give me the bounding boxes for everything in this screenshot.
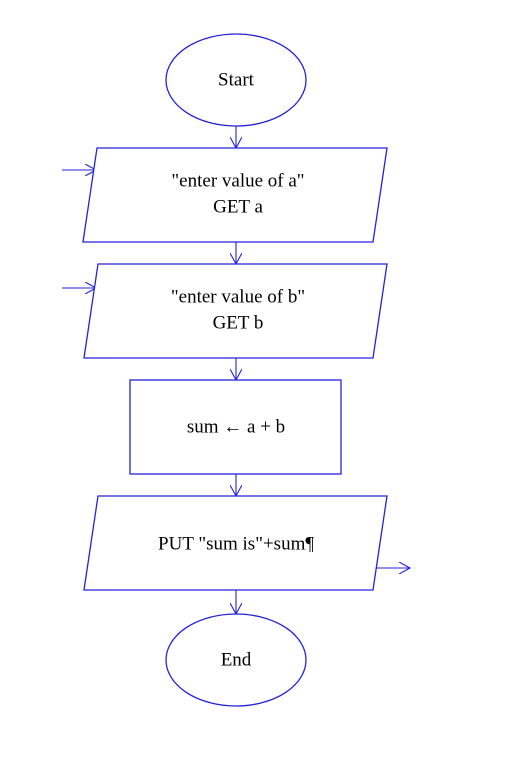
process-sum-node: sum ← a + b: [129, 379, 342, 475]
process-sum-label: sum ← a + b: [187, 416, 285, 437]
process-sum-rectangle: [129, 379, 342, 475]
input-a-get-text: GET a: [213, 196, 263, 217]
input-b-node: "enter value of b" GET b: [62, 263, 388, 359]
input-b-get-text: GET b: [213, 312, 264, 333]
input-a-prompt-text: "enter value of a": [171, 170, 304, 191]
start-node: Start: [165, 33, 307, 127]
end-node: End: [165, 613, 307, 707]
input-a-node: "enter value of a" GET a: [62, 147, 388, 243]
input-b-prompt-text: "enter value of b": [171, 286, 305, 307]
output-sum-parallelogram: [83, 495, 388, 591]
end-label: End: [221, 649, 252, 670]
input-b-parallelogram: [83, 263, 388, 359]
output-sum-label: PUT "sum is"+sum¶: [158, 533, 314, 554]
output-sum-node: PUT "sum is"+sum¶: [83, 495, 410, 591]
start-label: Start: [218, 69, 255, 90]
end-terminator-shape: [165, 613, 307, 707]
input-a-parallelogram: [82, 147, 388, 243]
